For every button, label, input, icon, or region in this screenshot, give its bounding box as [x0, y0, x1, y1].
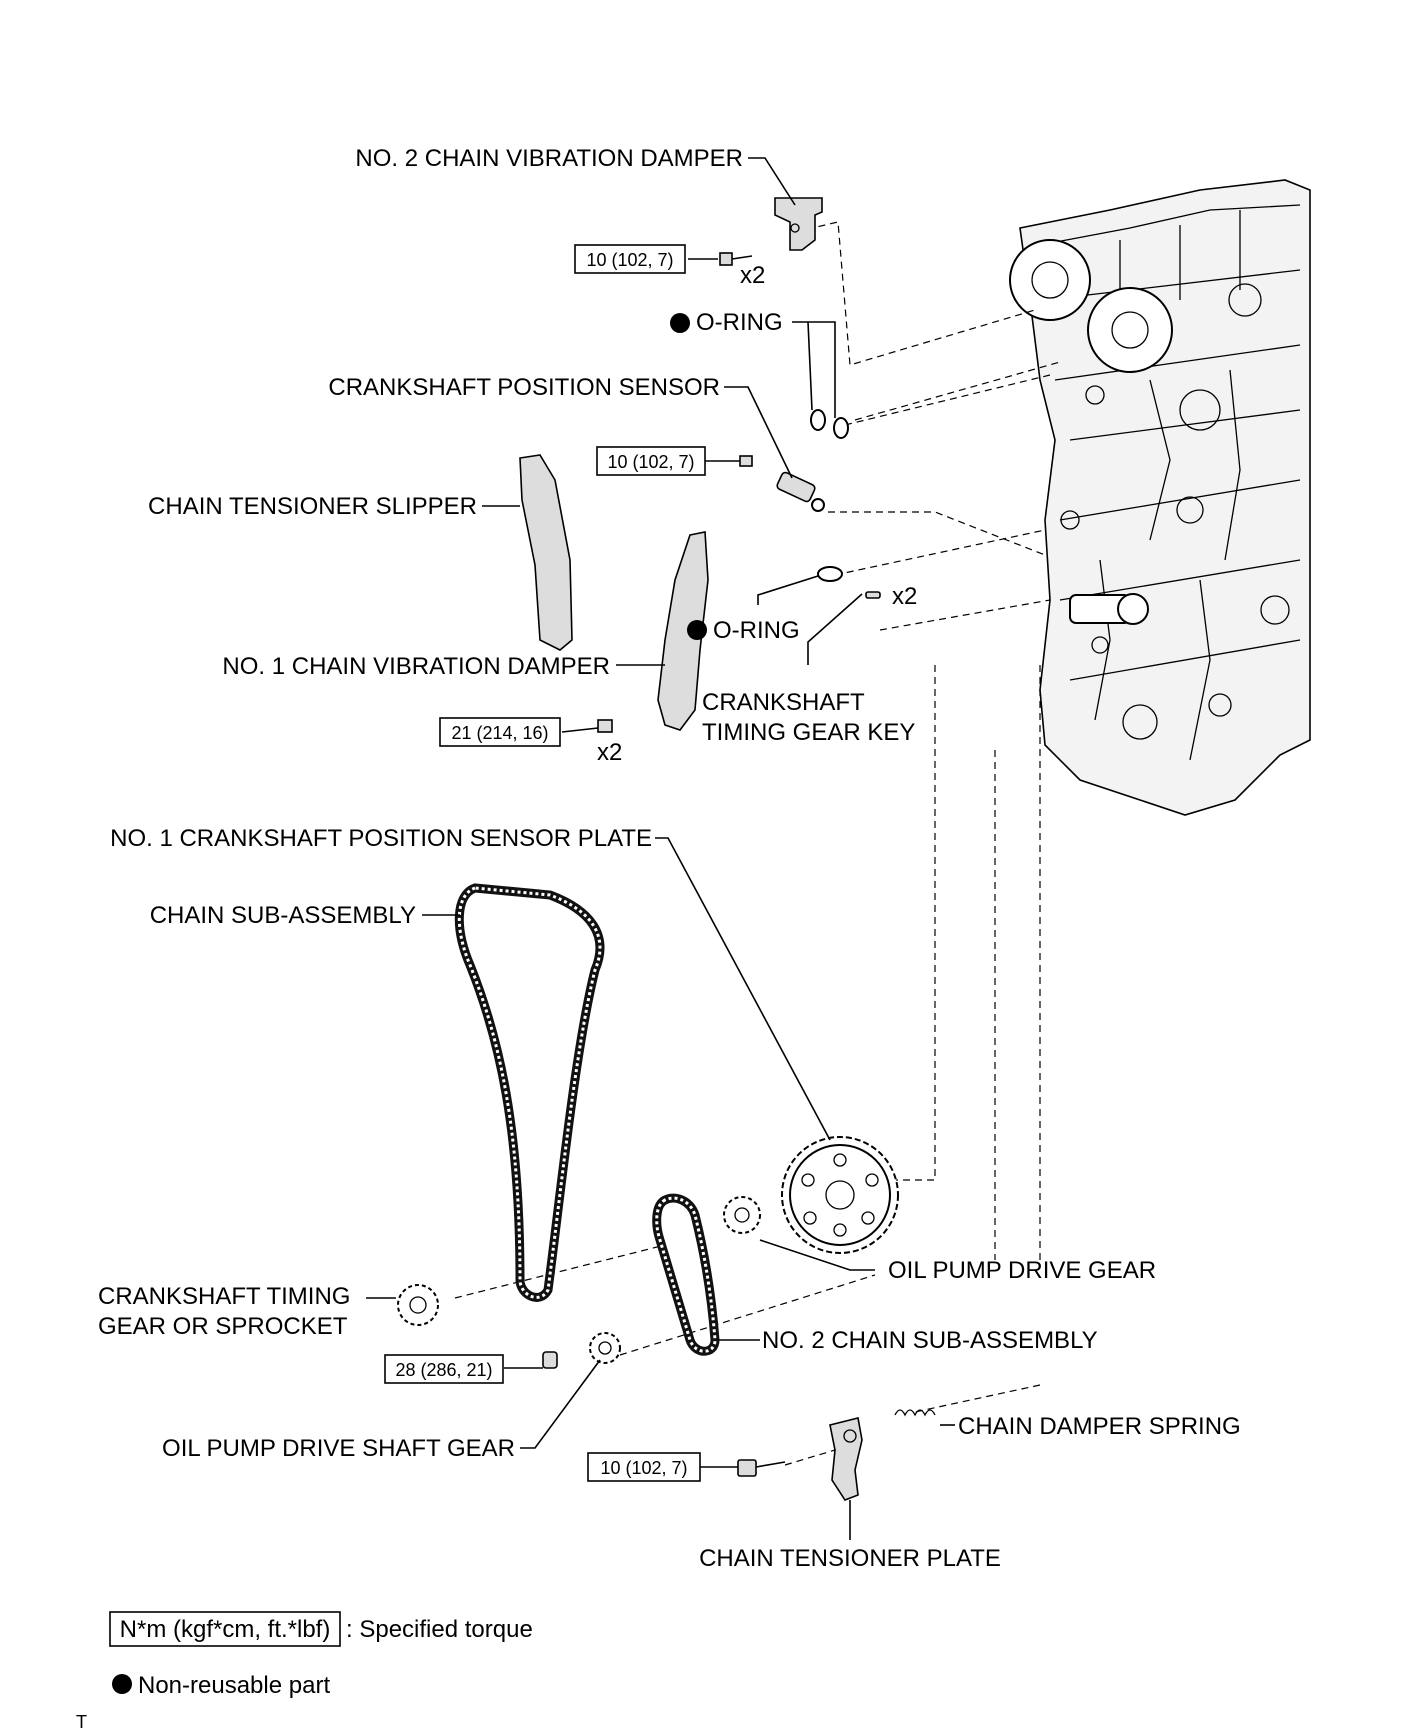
legend-non-reusable: Non-reusable part — [112, 1672, 330, 1699]
no2-chain-vibration-damper-part — [774, 197, 823, 251]
qty-no1-damper-bolts: x2 — [597, 739, 622, 766]
label-crankshaft-position-sensor: CRANKSHAFT POSITION SENSOR — [328, 374, 720, 401]
label-chain-sub-assembly: CHAIN SUB-ASSEMBLY — [150, 902, 416, 929]
engine-block-illustration — [1009, 179, 1311, 816]
chain-damper-spring-part — [894, 1409, 936, 1417]
legend-non-reusable-text: Non-reusable part — [138, 1672, 330, 1699]
svg-text:10 (102, 7): 10 (102, 7) — [607, 452, 694, 472]
label-no1-chain-vibration-damper: NO. 1 CHAIN VIBRATION DAMPER — [222, 653, 610, 680]
leader-lines — [366, 157, 955, 1540]
alignment-lines — [454, 221, 1061, 1466]
label-crankshaft-timing-gear-key-1: CRANKSHAFT — [702, 689, 865, 716]
tensioner-plate-bolt-part — [737, 1459, 786, 1477]
legend-non-reusable-dot — [112, 1674, 132, 1694]
label-crankshaft-timing-gear-2: GEAR OR SPROCKET — [98, 1313, 348, 1340]
crankshaft-timing-gear-part — [397, 1284, 439, 1326]
corner-mark: T — [76, 1712, 87, 1732]
sensor-bolt-part — [739, 455, 753, 467]
drive-shaft-gear-nut-part — [542, 1351, 558, 1369]
crankshaft-position-sensor-plate-part — [781, 1136, 899, 1254]
label-o-ring-lower: O-RING — [713, 617, 800, 644]
torque-damper-bolt: 10 (102, 7) — [574, 244, 686, 274]
no1-chain-vibration-damper-part — [657, 531, 709, 731]
damper-bolt-part — [719, 252, 753, 266]
label-chain-tensioner-plate: CHAIN TENSIONER PLATE — [699, 1545, 1001, 1572]
legend-torque-box: N*m (kgf*cm, ft.*lbf) — [120, 1616, 331, 1643]
legend-torque-desc: : Specified torque — [346, 1616, 533, 1643]
chain-tensioner-plate-part — [829, 1417, 863, 1501]
label-oil-pump-drive-shaft-gear: OIL PUMP DRIVE SHAFT GEAR — [162, 1435, 515, 1462]
torque-drive-shaft-gear-nut: 28 (286, 21) — [384, 1354, 504, 1384]
svg-text:28 (286, 21): 28 (286, 21) — [395, 1360, 492, 1380]
label-o-ring-upper: O-RING — [696, 309, 783, 336]
crankshaft-position-sensor-part — [776, 471, 825, 512]
label-crankshaft-timing-gear-1: CRANKSHAFT TIMING — [98, 1283, 350, 1310]
label-no2-chain-vibration-damper: NO. 2 CHAIN VIBRATION DAMPER — [355, 145, 743, 172]
chain-sub-assembly-part — [454, 883, 605, 1302]
torque-sensor-bolt: 10 (102, 7) — [596, 446, 706, 476]
qty-damper-bolts: x2 — [740, 262, 765, 289]
non-reusable-marker-upper — [670, 313, 690, 333]
label-oil-pump-drive-gear: OIL PUMP DRIVE GEAR — [888, 1257, 1156, 1284]
label-crankshaft-timing-gear-key-2: TIMING GEAR KEY — [702, 719, 915, 746]
non-reusable-marker-lower — [687, 620, 707, 640]
torque-no1-damper-bolt: 21 (214, 16) — [439, 717, 561, 747]
svg-text:21 (214, 16): 21 (214, 16) — [451, 723, 548, 743]
no1-damper-bolt-part — [597, 719, 613, 733]
no2-chain-sub-assembly-part — [652, 1193, 720, 1356]
svg-text:10 (102, 7): 10 (102, 7) — [600, 1458, 687, 1478]
legend-torque: N*m (kgf*cm, ft.*lbf) : Specified torque — [109, 1611, 533, 1647]
label-no1-crankshaft-position-sensor-plate: NO. 1 CRANKSHAFT POSITION SENSOR PLATE — [110, 825, 652, 852]
label-no2-chain-sub-assembly: NO. 2 CHAIN SUB-ASSEMBLY — [762, 1327, 1098, 1354]
label-chain-tensioner-slipper: CHAIN TENSIONER SLIPPER — [148, 493, 477, 520]
timing-gear-key-part — [865, 591, 881, 599]
oil-pump-drive-gear-part — [723, 1196, 761, 1234]
oil-pump-drive-shaft-gear-part — [589, 1332, 621, 1364]
o-ring-lower-part — [817, 566, 843, 582]
torque-tensioner-plate-bolt: 10 (102, 7) — [587, 1452, 701, 1482]
chain-tensioner-slipper-part — [519, 454, 573, 651]
svg-text:10 (102, 7): 10 (102, 7) — [586, 250, 673, 270]
label-chain-damper-spring: CHAIN DAMPER SPRING — [958, 1413, 1241, 1440]
o-ring-upper-part-2 — [833, 417, 849, 439]
qty-gear-keys: x2 — [892, 583, 917, 610]
o-ring-upper-part — [810, 409, 826, 431]
